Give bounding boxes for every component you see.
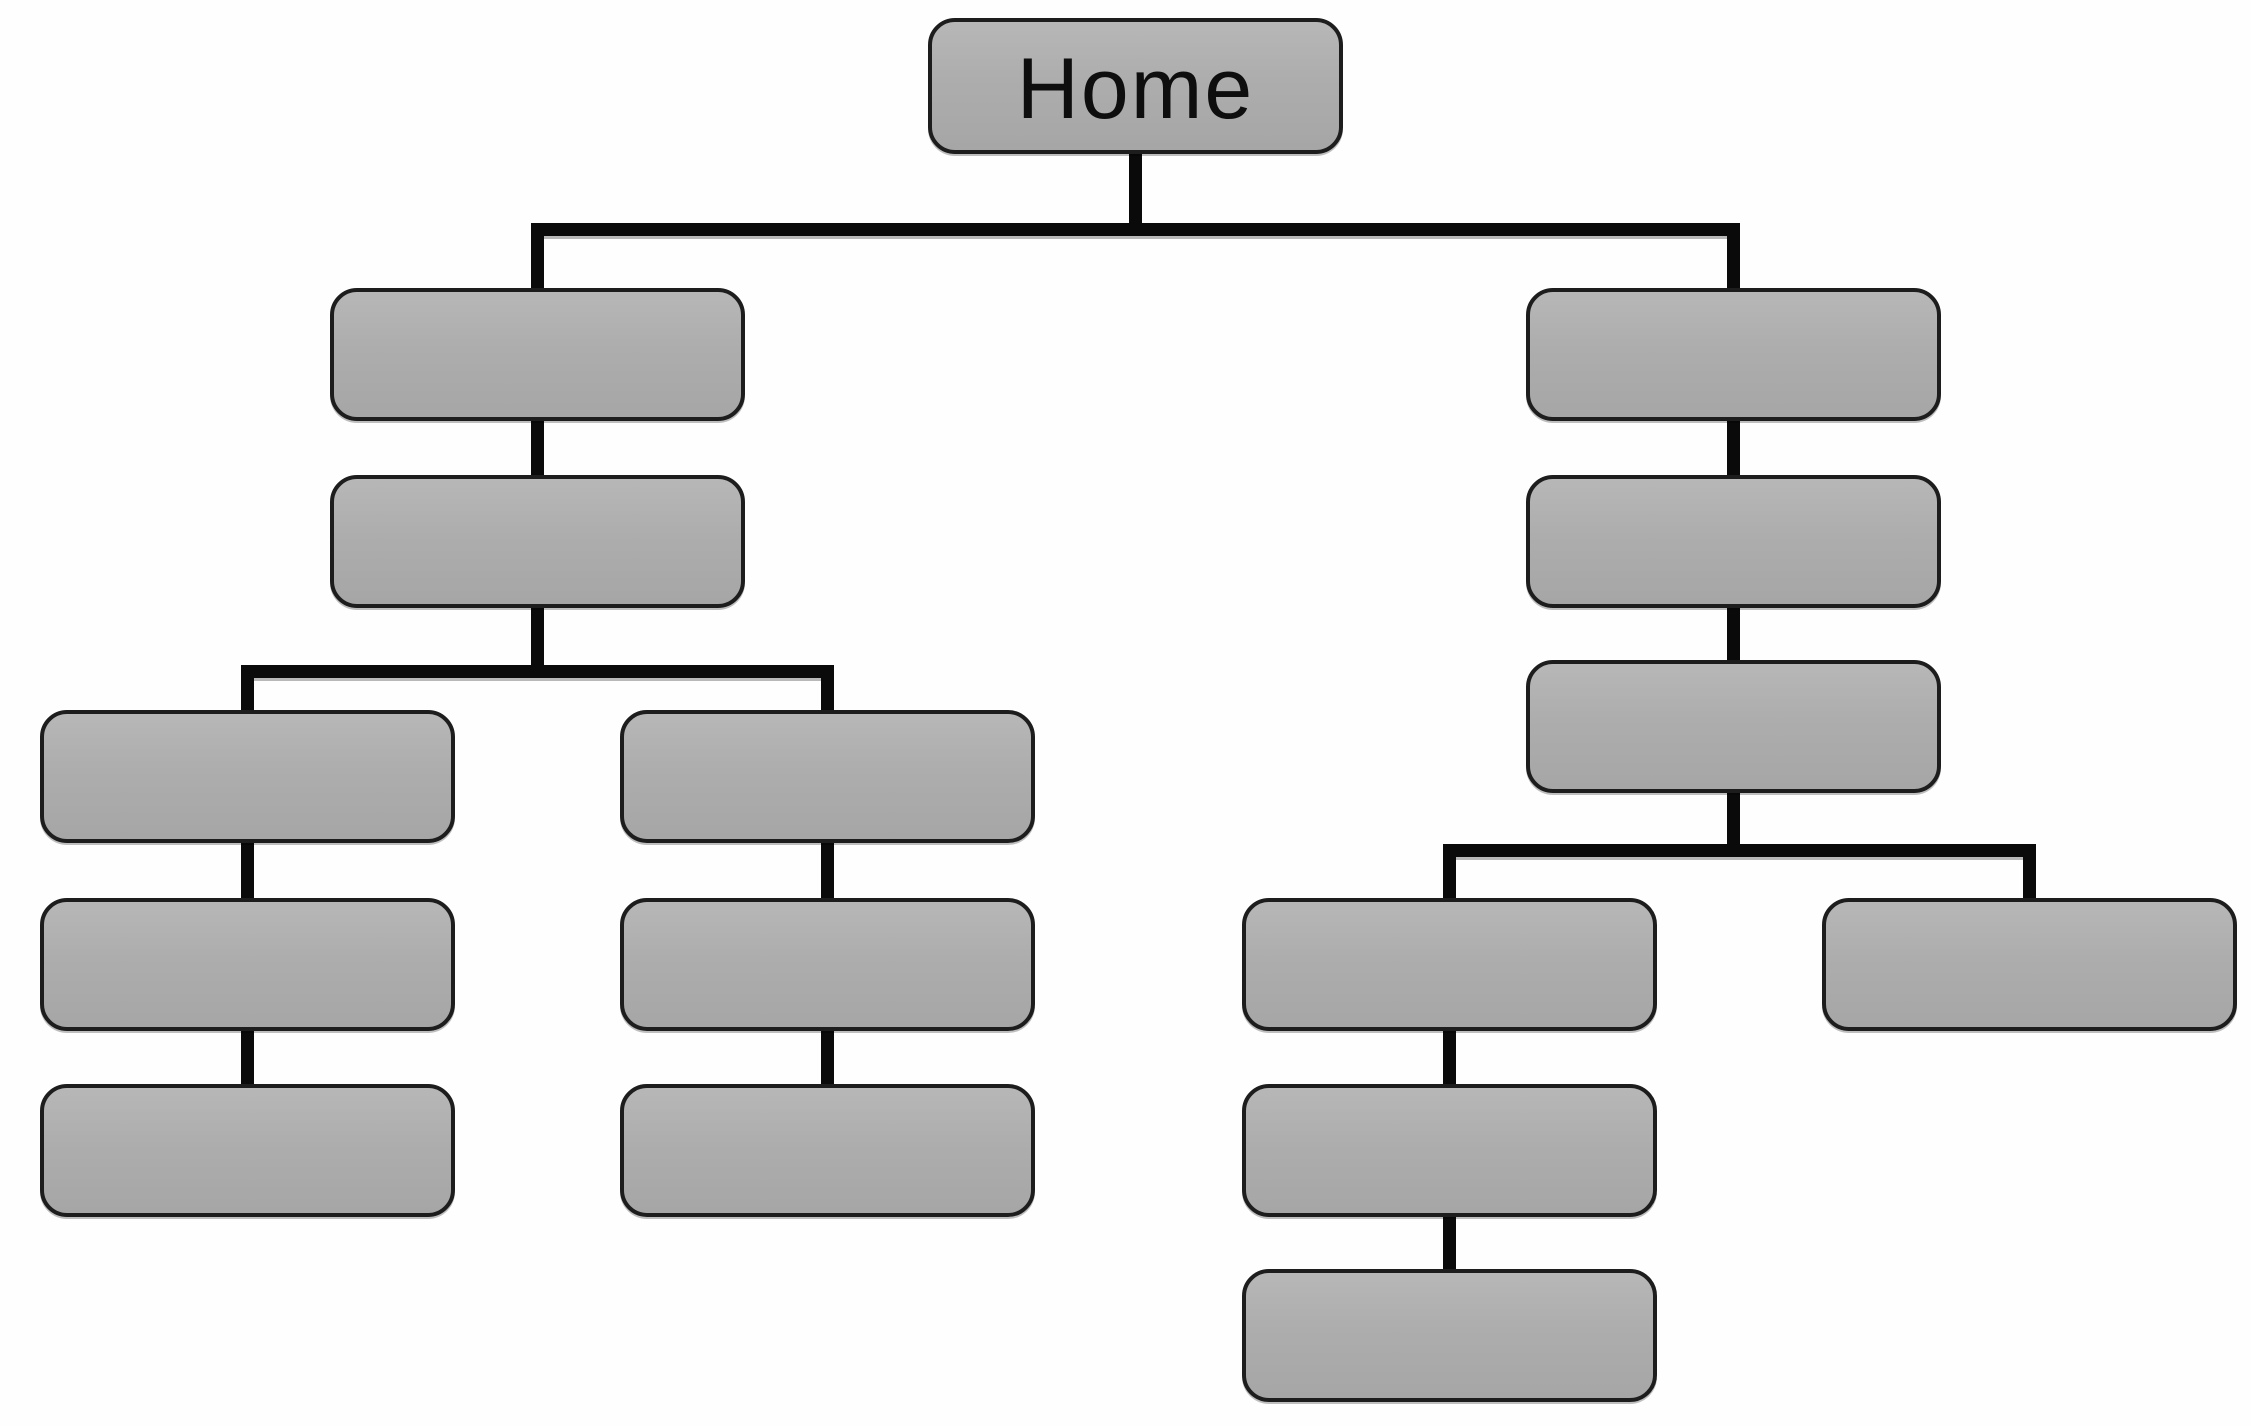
connector-b2-b3	[821, 1027, 834, 1088]
sitemap-node-c3	[1242, 1269, 1657, 1402]
sitemap-node-a1	[40, 710, 455, 843]
connector-c2-c3	[1443, 1213, 1456, 1273]
sitemap-node-right-1	[1526, 288, 1941, 421]
sitemap-node-b3	[620, 1084, 1035, 1217]
connector-a2-a3	[241, 1027, 254, 1088]
connector-a1-a2	[241, 839, 254, 902]
sitemap-node-c2	[1242, 1084, 1657, 1217]
connector-top-drop-right	[1727, 229, 1740, 292]
connector-left1-left2	[531, 417, 544, 479]
connector-home-stem	[1129, 150, 1142, 235]
connector-right3-stem	[1727, 789, 1740, 850]
sitemap-node-b1	[620, 710, 1035, 843]
sitemap-node-b2	[620, 898, 1035, 1031]
sitemap-node-a2	[40, 898, 455, 1031]
sitemap-node-c1	[1242, 898, 1657, 1031]
sitemap-node-a3	[40, 1084, 455, 1217]
connector-left2-stem	[531, 604, 544, 671]
connector-c1-c2	[1443, 1027, 1456, 1088]
connector-right2-right3	[1727, 604, 1740, 664]
connector-right-drop-c	[1443, 850, 1456, 902]
connector-left-drop-b	[821, 671, 834, 714]
connector-right1-right2	[1727, 417, 1740, 479]
connector-top-drop-left	[531, 229, 544, 292]
connector-b1-b2	[821, 839, 834, 902]
sitemap-node-left-2	[330, 475, 745, 608]
connector-left-drop-a	[241, 671, 254, 714]
sitemap-node-right-2	[1526, 475, 1941, 608]
connector-right-drop-d	[2023, 850, 2036, 902]
connector-top-bar	[531, 222, 1740, 236]
connector-right-bar	[1443, 843, 2036, 857]
sitemap-node-d1	[1822, 898, 2237, 1031]
sitemap-node-home: Home	[928, 18, 1343, 154]
sitemap-node-left-1	[330, 288, 745, 421]
sitemap-node-right-3	[1526, 660, 1941, 793]
connector-left-bar	[241, 664, 834, 678]
